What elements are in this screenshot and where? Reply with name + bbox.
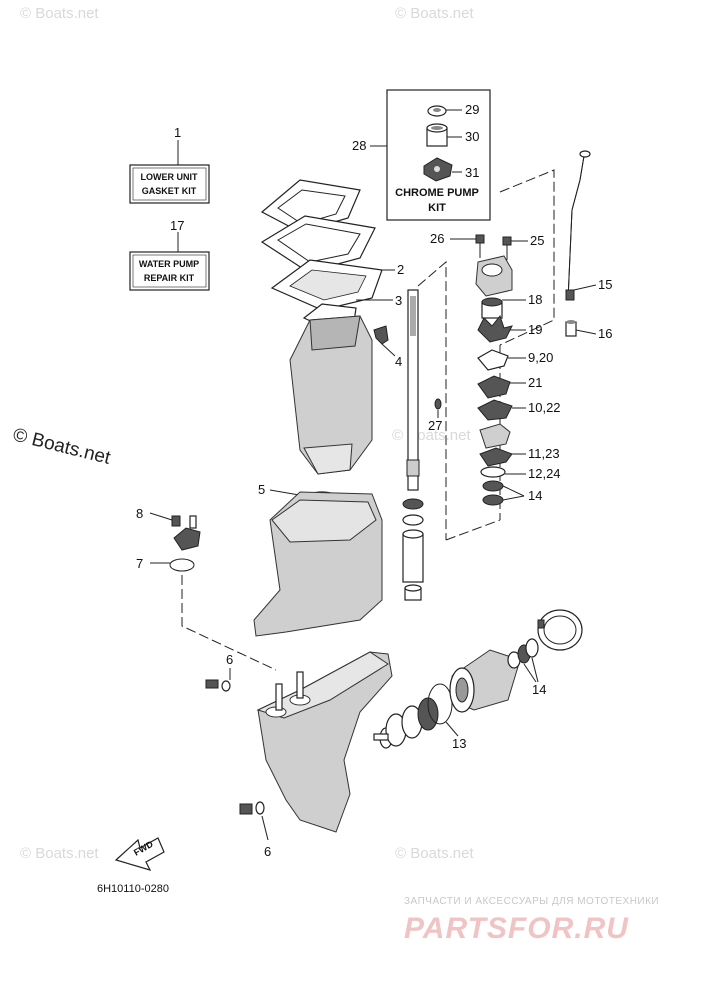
brand-name: PARTSFOR.RU — [404, 912, 629, 945]
screw-part-6-upper[interactable]: 6 — [205, 652, 233, 692]
callout-17: 17 — [170, 218, 184, 233]
upper-casing-gaskets — [260, 179, 376, 273]
gasket-part-11-23[interactable]: 11,23 — [479, 446, 560, 467]
callout-29: 29 — [465, 102, 479, 117]
pin-part-27[interactable]: 27 — [428, 398, 442, 433]
pump-housing — [475, 255, 513, 297]
gasket-part-2[interactable]: 2 — [270, 259, 404, 311]
callout-27: 27 — [428, 418, 442, 433]
callout-28: 28 — [352, 138, 366, 153]
pump-cartridge — [479, 423, 511, 449]
plate-part-21[interactable]: 21 — [477, 375, 542, 399]
shaft-bearings — [402, 498, 424, 601]
watermark-top-right: © Boats.net — [395, 5, 474, 22]
propeller-shaft-assembly — [373, 697, 439, 749]
callout-4: 4 — [395, 354, 402, 369]
bolt-part-25[interactable]: 25 — [502, 233, 544, 260]
callout-30: 30 — [465, 129, 479, 144]
callout-25: 25 — [530, 233, 544, 248]
grommet-part-16[interactable]: 16 — [565, 320, 612, 341]
callout-13: 13 — [452, 736, 466, 751]
ring-nut — [537, 609, 583, 651]
callout-5: 5 — [258, 482, 265, 497]
callout-2: 2 — [397, 262, 404, 277]
gasket-part-9-20[interactable]: 9,20 — [477, 349, 553, 371]
oring-part-7[interactable]: 7 — [136, 556, 195, 572]
grommet-part-15[interactable]: 15 — [565, 277, 612, 301]
fwd-arrow: FWD — [114, 837, 165, 871]
callout-12-24: 12,24 — [528, 466, 561, 481]
callout-21: 21 — [528, 375, 542, 390]
callout-6-lower: 6 — [264, 844, 271, 859]
callout-6-upper: 6 — [226, 652, 233, 667]
chrome-pump-kit[interactable]: 28 29 30 31 CHROME PUMP KIT — [352, 89, 491, 221]
lower-unit-gasket-kit[interactable]: 1 LOWER UNIT GASKET KIT — [129, 125, 210, 204]
callout-26: 26 — [430, 231, 444, 246]
callout-9-20: 9,20 — [528, 350, 553, 365]
callout-3: 3 — [395, 293, 402, 308]
callout-19: 19 — [528, 322, 542, 337]
drive-shaft[interactable] — [406, 289, 420, 491]
callout-16: 16 — [598, 326, 612, 341]
gasket-part-10-22[interactable]: 10,22 — [477, 399, 561, 421]
screw-part-6-lower[interactable]: 6 — [239, 801, 271, 859]
diagram-code: 6H10110-0280 — [97, 883, 169, 895]
water-pump-kit-line2: REPAIR KIT — [144, 273, 195, 283]
brand-tagline: ЗАПЧАСТИ И АКСЕССУАРЫ ДЛЯ МОТОТЕХНИКИ — [404, 896, 659, 907]
insert-part-18[interactable]: 18 — [481, 292, 542, 319]
watermark-bottom-left: © Boats.net — [20, 845, 99, 862]
water-pump-kit-line1: WATER PUMP — [139, 259, 199, 269]
bearings-part-14-lower[interactable]: 14 — [507, 638, 546, 697]
bearings-part-14-upper[interactable]: 14 — [482, 480, 542, 506]
callout-11-23: 11,23 — [528, 446, 560, 461]
callout-7: 7 — [136, 556, 143, 571]
chrome-pump-kit-line1: CHROME PUMP — [395, 187, 479, 199]
lower-mid-casing — [253, 491, 383, 637]
water-pickup-part-8[interactable]: 8 — [136, 506, 201, 551]
lower-unit-kit-line1: LOWER UNIT — [141, 172, 198, 182]
watermark-bottom-right: © Boats.net — [395, 845, 474, 862]
water-pump-repair-kit[interactable]: 17 WATER PUMP REPAIR KIT — [129, 218, 210, 291]
callout-15: 15 — [598, 277, 612, 292]
callout-31: 31 — [465, 165, 479, 180]
lower-unit-kit-line2: GASKET KIT — [142, 186, 197, 196]
watermark-top-left: © Boats.net — [20, 5, 99, 22]
bolt-part-26[interactable]: 26 — [430, 231, 485, 258]
callout-1: 1 — [174, 125, 181, 140]
callout-14-upper: 14 — [528, 488, 542, 503]
gear-case — [256, 651, 393, 833]
oring-part-12-24[interactable]: 12,24 — [480, 466, 561, 481]
callout-8: 8 — [136, 506, 143, 521]
bearing-housing — [449, 649, 521, 713]
watermark-main: © Boats.net — [11, 424, 113, 469]
impeller-part-19[interactable]: 19 — [477, 314, 542, 343]
bracket-part-4[interactable]: 4 — [373, 325, 402, 369]
callout-14-lower: 14 — [532, 682, 546, 697]
callout-10-22: 10,22 — [528, 400, 561, 415]
water-tube — [567, 150, 591, 301]
upper-casing — [289, 315, 373, 475]
chrome-pump-kit-line2: KIT — [428, 202, 446, 214]
oring-part-13[interactable]: 13 — [427, 683, 466, 751]
callout-18: 18 — [528, 292, 542, 307]
